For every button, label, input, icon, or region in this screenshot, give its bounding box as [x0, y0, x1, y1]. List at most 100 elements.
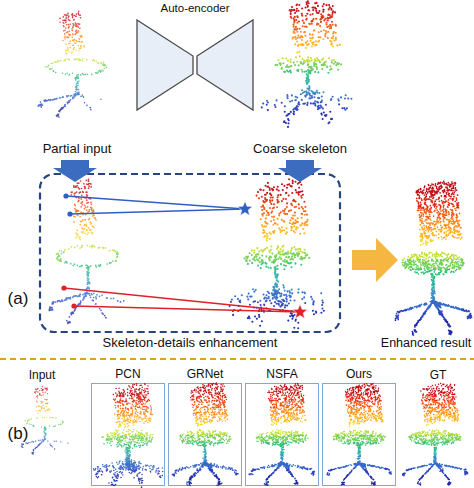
point-cloud [94, 384, 163, 488]
point-band [54, 71, 102, 78]
down-arrow [53, 160, 97, 182]
node-label: Ours [322, 368, 396, 382]
point-band [412, 462, 460, 468]
point-cloud [49, 179, 123, 323]
point-band [203, 449, 206, 455]
point-band [293, 30, 336, 38]
point-band [191, 383, 224, 394]
point-band [334, 435, 385, 442]
point-band [174, 475, 222, 485]
enhancement-box: Skeleton-details enhancement [38, 172, 342, 356]
point-band [262, 225, 308, 234]
point-band [281, 455, 284, 461]
section-separator [0, 358, 474, 360]
point-band [60, 245, 116, 251]
point-cloud [230, 179, 324, 328]
point-band [422, 395, 456, 402]
point-band [346, 395, 381, 402]
point-band [335, 431, 381, 436]
point-band [290, 1, 336, 14]
query-point [61, 285, 66, 290]
query-point [71, 303, 76, 308]
point-band [245, 253, 310, 262]
method-frame [91, 383, 165, 486]
point-band [335, 462, 385, 469]
correspondence-line [74, 306, 300, 312]
point-band [341, 475, 375, 485]
point-band [33, 425, 56, 429]
method-frame [168, 383, 242, 486]
point-band [343, 442, 379, 449]
autoencoder-outline [135, 18, 255, 112]
point-cloud [21, 387, 68, 454]
point-band [66, 50, 80, 54]
point-band [191, 395, 227, 402]
point-band [57, 252, 119, 262]
point-band [51, 59, 103, 64]
point-band [294, 23, 336, 30]
point-band [276, 62, 342, 70]
figure-label: Input [16, 369, 68, 383]
method-frame [245, 383, 319, 486]
point-band [264, 476, 297, 486]
point-band [75, 78, 79, 85]
point-band [271, 415, 306, 422]
point-band [423, 408, 458, 415]
point-band [62, 292, 114, 300]
node-label: NSFA [245, 368, 319, 382]
point-band [180, 462, 232, 469]
point-band [291, 14, 333, 22]
point-band [302, 86, 323, 94]
point-band [405, 252, 460, 259]
point-band [427, 422, 435, 426]
point-band [348, 408, 382, 415]
point-band [421, 384, 455, 395]
point-band [37, 402, 48, 406]
point-band [38, 100, 87, 107]
point-band [115, 410, 153, 416]
point-cloud [262, 1, 352, 127]
correspondence-line [64, 288, 300, 312]
point-band [114, 397, 150, 403]
point-band [346, 402, 381, 409]
point-band [35, 387, 48, 393]
method-frame [322, 383, 396, 486]
point-band [421, 239, 461, 245]
point-band [349, 415, 382, 422]
point-band [405, 300, 463, 310]
point-band [119, 456, 139, 462]
point-band [75, 204, 94, 213]
point-band [77, 224, 94, 232]
point-band [306, 78, 309, 84]
anchor-star [292, 304, 307, 319]
encoder-shape [137, 20, 193, 110]
point-band [125, 449, 130, 456]
point-band [116, 417, 151, 423]
point-band [203, 455, 207, 461]
dashed-border [40, 174, 340, 332]
node-label: GRNet [168, 368, 242, 382]
point-band [261, 215, 308, 224]
point-band [357, 456, 360, 462]
method-box: Ours [322, 368, 396, 486]
point-band [76, 233, 93, 240]
point-band [184, 429, 227, 435]
point-band [76, 86, 79, 93]
point-band [293, 38, 340, 46]
point-band [65, 262, 111, 271]
point-band [275, 272, 278, 281]
figure-label: (a) [2, 289, 34, 309]
point-band [284, 70, 328, 77]
point-band [269, 395, 304, 402]
point-band [431, 290, 435, 300]
point-band [410, 269, 456, 279]
point-band [46, 64, 107, 71]
point-band [102, 436, 153, 443]
point-band [268, 110, 332, 127]
point-band [74, 213, 96, 222]
point-band [64, 29, 79, 35]
point-band [346, 384, 379, 395]
point-band [415, 442, 453, 449]
point-band [37, 398, 48, 402]
point-band [271, 402, 304, 409]
